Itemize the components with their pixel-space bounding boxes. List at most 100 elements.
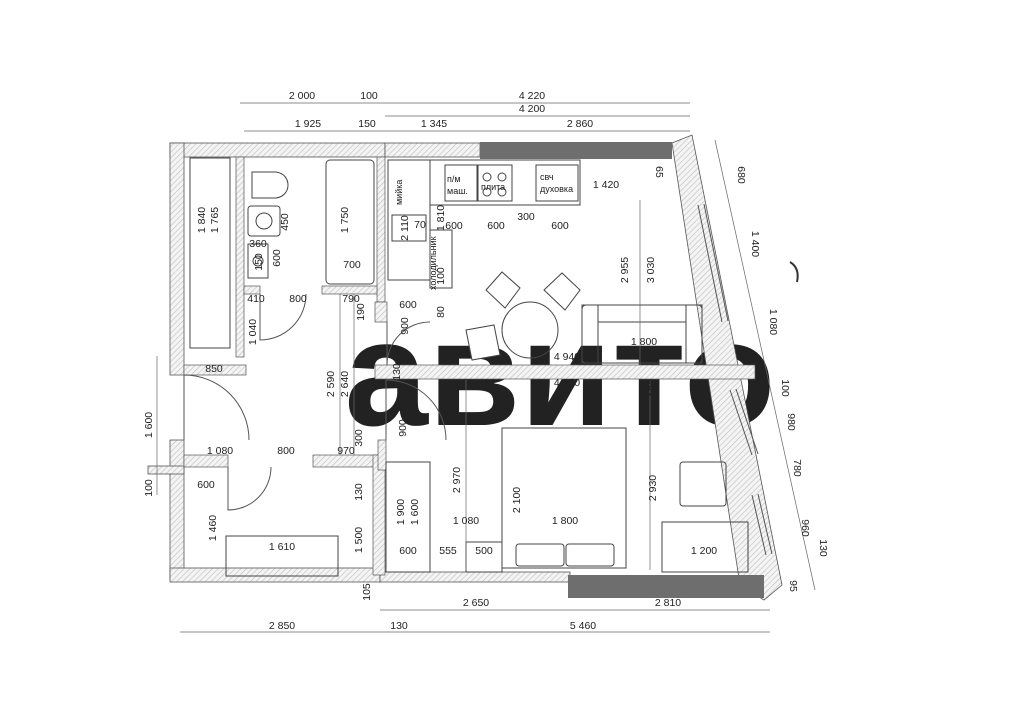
microwave [535, 164, 579, 202]
dim-c2930: 2 930 [647, 475, 659, 501]
dim-c190: 190 [355, 303, 367, 321]
dim-c600d: 600 [487, 220, 505, 232]
dim-l2: 100 [143, 479, 155, 497]
dim-c1810: 1 810 [435, 205, 447, 231]
dim-c1500: 1 500 [353, 527, 365, 553]
wall-corridor-left [183, 364, 247, 376]
label-sink: мийка [394, 180, 404, 205]
door-kitchen [386, 321, 431, 366]
wall-bottom-right [379, 571, 571, 583]
wall-bottom-dark [568, 575, 764, 598]
dim-t3d: 2 860 [567, 118, 593, 130]
dim-c600e: 600 [551, 220, 569, 232]
dim-c80: 80 [435, 306, 447, 318]
doors [183, 293, 447, 511]
dim-c600a: 600 [271, 249, 283, 267]
door-bath [259, 293, 307, 341]
stove [477, 164, 513, 202]
label-micro: свч [540, 172, 554, 182]
wall-kitchen-bottom [374, 364, 756, 380]
dim-c4940: 4 940 [554, 351, 580, 363]
dim-r4: 100 [779, 379, 791, 397]
dim-c100a: 100 [435, 267, 447, 285]
dim-c800b: 800 [277, 445, 295, 457]
dim-c130c: 130 [647, 379, 659, 397]
dim-c300a: 300 [353, 429, 365, 447]
appliance-labels: п/м маш. плита свч духовка мийка холодил… [394, 172, 573, 290]
dim-c555: 555 [439, 545, 457, 557]
door-entry [183, 374, 250, 441]
dim-r3: 1 080 [767, 309, 779, 335]
dimension-lines [156, 102, 816, 633]
wall-bath-bottom-b [321, 285, 378, 295]
wall-room-left [377, 439, 387, 471]
dim-c1840: 1 840 [196, 207, 208, 233]
label-fridge: холодильник [428, 236, 438, 290]
heavy-walls [480, 142, 764, 598]
dim-c1610: 1 610 [269, 541, 295, 553]
dim-t3a: 1 925 [295, 118, 321, 130]
dim-c2970: 2 970 [451, 467, 463, 493]
desk [661, 521, 749, 573]
dim-c1040: 1 040 [247, 319, 259, 345]
label-stove: плита [481, 182, 505, 192]
dim-b2b: 130 [390, 620, 408, 632]
dim-c1080b: 1 080 [453, 515, 479, 527]
dim-t1c: 4 220 [519, 90, 545, 102]
windows [697, 203, 773, 556]
dim-c800a: 800 [289, 293, 307, 305]
dim-b1b: 2 810 [655, 597, 681, 609]
wall-top-dark [480, 142, 672, 159]
dim-b1a: 2 650 [463, 597, 489, 609]
dim-t3b: 150 [358, 118, 376, 130]
label-washer2: маш. [447, 186, 468, 196]
dim-r5: 980 [785, 413, 797, 431]
toilet [251, 171, 289, 199]
dim-l1: 1 600 [143, 412, 155, 438]
dim-c4950: 4 950 [554, 377, 580, 389]
door-room [385, 379, 447, 441]
dim-c210: 2 110 [399, 215, 411, 241]
dim-c600c: 600 [445, 220, 463, 232]
dim-c130a: 130 [353, 483, 365, 501]
dim-r8: 130 [817, 539, 829, 557]
washer [444, 164, 478, 202]
dim-c1600: 1 600 [409, 499, 421, 525]
bath-sink [247, 205, 281, 237]
chair-3 [465, 324, 501, 361]
dim-b2c: 5 460 [570, 620, 596, 632]
kitchen-counter-left [387, 159, 431, 281]
wall-bedroom-right [372, 454, 386, 576]
dim-c900a: 900 [399, 317, 411, 335]
dim-c1200: 1 200 [691, 545, 717, 557]
washbasin [247, 243, 269, 279]
wall-left-lower [169, 439, 185, 581]
kitchen-counter-top [429, 159, 581, 206]
bathtub [325, 159, 375, 285]
door-bedroom [227, 466, 272, 511]
dim-c155: 155 [397, 389, 409, 407]
dim-c600b: 600 [197, 479, 215, 491]
dim-c300b: 300 [517, 211, 535, 223]
dim-c850: 850 [205, 363, 223, 375]
dim-c790: 790 [342, 293, 360, 305]
dim-c500: 500 [475, 545, 493, 557]
dim-r10: 65 [653, 166, 665, 178]
dim-c80b: 80 [397, 350, 409, 362]
dim-c105: 105 [361, 583, 373, 601]
dim-c600g: 600 [399, 545, 417, 557]
chair-2 [543, 272, 581, 311]
dim-c1460: 1 460 [207, 515, 219, 541]
dim-t1a: 2 000 [289, 90, 315, 102]
dim-c1900: 1 900 [395, 499, 407, 525]
dim-r7: 960 [799, 519, 811, 537]
dim-r9: 95 [787, 580, 799, 592]
wall-bath-bottom-a [243, 285, 261, 295]
armchair [679, 461, 727, 507]
dim-t3c: 1 345 [421, 118, 447, 130]
wall-bedroom-top-a [183, 454, 229, 468]
dim-c130b: 130 [391, 363, 403, 381]
dim-c1750: 1 750 [339, 207, 351, 233]
fridge [429, 229, 453, 289]
dining-table [501, 301, 559, 359]
